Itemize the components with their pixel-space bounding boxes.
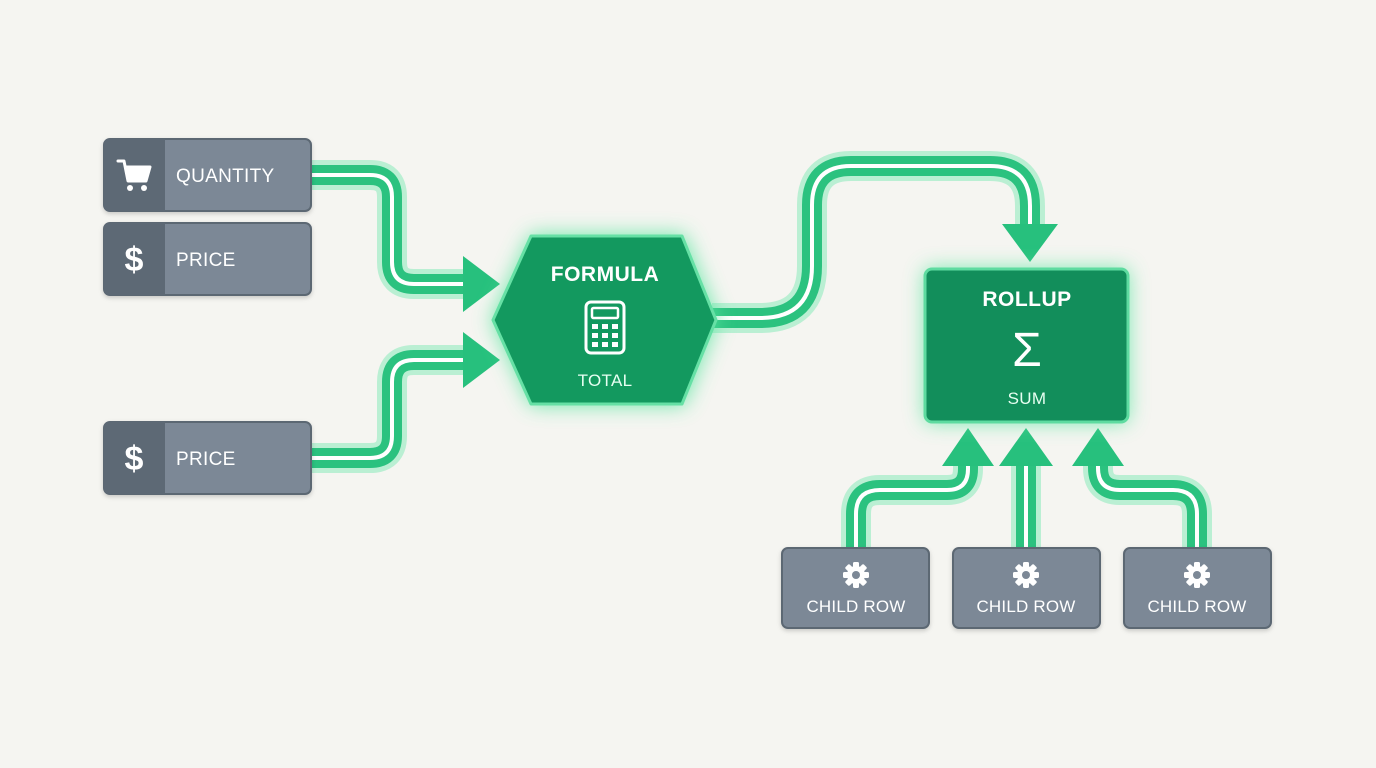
formula-node[interactable]: FORMULA TOTAL [491, 234, 718, 406]
input-node-quantity[interactable]: QUANTITY [103, 138, 312, 212]
connectors [312, 151, 1212, 548]
gear-icon [1013, 562, 1039, 588]
connector-child-1-to-rollup [841, 428, 994, 548]
sigma-icon: Σ [1012, 324, 1042, 377]
arrowhead-quantity [463, 256, 500, 312]
dollar-icon: $ [125, 241, 144, 279]
input-node-price-2[interactable]: $ PRICE [103, 421, 312, 495]
arrowhead-rollup [1002, 224, 1058, 262]
rollup-subtitle: SUM [1008, 389, 1047, 408]
connector-child-2-to-rollup [999, 428, 1053, 548]
child-row-label: CHILD ROW [806, 597, 905, 616]
connector-quantity-to-formula [312, 160, 500, 312]
input-label-quantity: QUANTITY [176, 166, 274, 187]
rollup-node[interactable]: ROLLUP Σ SUM [923, 267, 1130, 424]
input-label-price: PRICE [176, 250, 236, 271]
child-row-label: CHILD ROW [976, 597, 1075, 616]
formula-subtitle: TOTAL [578, 371, 633, 390]
child-row-node[interactable]: CHILD ROW [1123, 547, 1272, 629]
formula-title: FORMULA [551, 263, 659, 286]
child-row-node[interactable]: CHILD ROW [952, 547, 1101, 629]
calculator-icon [584, 300, 626, 355]
child-row-node[interactable]: CHILD ROW [781, 547, 930, 629]
dollar-icon: $ [125, 440, 144, 478]
connector-child-3-to-rollup [1072, 428, 1212, 548]
connector-formula-to-rollup [712, 151, 1058, 333]
arrowhead-child-3 [1072, 428, 1124, 466]
gear-icon [843, 562, 869, 588]
rollup-title: ROLLUP [982, 288, 1071, 311]
input-label-price: PRICE [176, 449, 236, 470]
arrowhead-price [463, 332, 500, 388]
gear-icon [1184, 562, 1210, 588]
child-row-label: CHILD ROW [1147, 597, 1246, 616]
arrowhead-child-2 [999, 428, 1053, 466]
shopping-cart-icon [116, 159, 152, 191]
input-node-price[interactable]: $ PRICE [103, 222, 312, 296]
arrowhead-child-1 [942, 428, 994, 466]
connector-price-to-formula [312, 332, 500, 473]
